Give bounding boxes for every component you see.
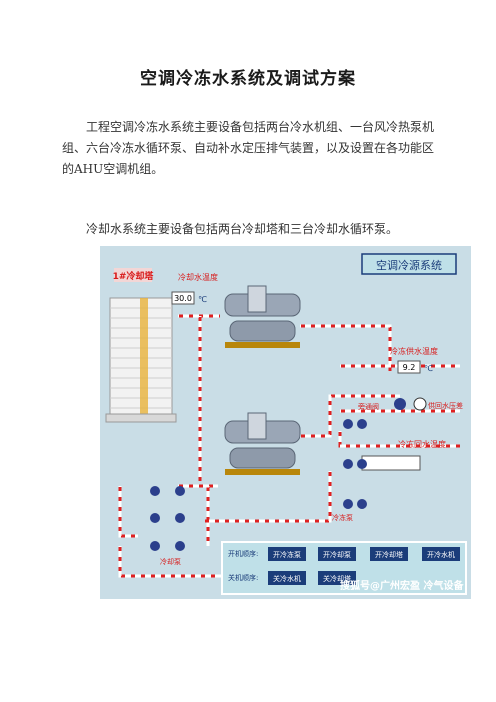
chilled-pump-label: 冷冻泵 — [332, 513, 353, 522]
chilled-pumps — [343, 419, 367, 509]
tower-label: 1#冷却塔 — [113, 270, 155, 282]
svg-text:开冷却泵: 开冷却泵 — [323, 550, 351, 559]
chiller-2 — [224, 412, 301, 475]
svg-text:关冷水机: 关冷水机 — [273, 574, 301, 583]
svg-text:开冷却塔: 开冷却塔 — [375, 550, 403, 559]
cooling-water-temp-label: 冷却水温度 — [178, 272, 218, 282]
start-button-2[interactable]: 开冷却泵 — [318, 547, 356, 561]
pressure-diff-label: 供回水压差 — [428, 401, 463, 410]
svg-text:开冷冻泵: 开冷冻泵 — [273, 550, 301, 559]
svg-text:开冷水机: 开冷水机 — [427, 550, 455, 559]
stop-seq-label: 关机顺序: — [228, 573, 258, 582]
start-button-1[interactable]: 开冷冻泵 — [268, 547, 306, 561]
stop-button-1[interactable]: 关冷水机 — [268, 571, 306, 585]
scada-figure: 空调冷源系统 1#冷却塔 冷却水温度 30.0 ℃ — [100, 246, 471, 599]
svg-text:关冷却塔: 关冷却塔 — [323, 574, 351, 583]
watermark: 搜狐号@广州宏盈 冷气设备 — [340, 579, 464, 592]
paragraph-chilled-water: 工程空调冷冻水系统主要设备包括两台冷水机组、一台风冷热泵机组、六台冷冻水循环泵、… — [62, 120, 435, 176]
tower-label-box — [114, 268, 152, 282]
panel-title: 空调冷源系统 — [376, 258, 442, 272]
bypass-valve-icon — [394, 398, 406, 410]
cooling-pumps — [150, 486, 185, 551]
chilled-supply-temp-box — [397, 360, 421, 374]
document-title: 空调冷冻水系统及调试方案 — [140, 69, 356, 89]
chilled-return-temp-label: 冷冻回水温度 — [398, 439, 446, 449]
chilled-supply-temp-value: 9.2 — [403, 363, 416, 372]
cooling-water-temp-box — [171, 291, 195, 305]
chiller-1 — [224, 285, 301, 348]
cooling-tower — [105, 297, 177, 423]
pressure-gauge-icon — [413, 397, 427, 411]
bypass-valve-label: 旁通阀 — [358, 402, 379, 411]
cooling-pump-label: 冷却泵 — [160, 557, 181, 566]
start-button-4[interactable]: 开冷水机 — [422, 547, 460, 561]
paragraph-cooling-water: 冷却水系统主要设备包括两台冷却塔和三台冷却水循环泵。 — [86, 222, 399, 236]
start-seq-label: 开机顺序: — [228, 549, 258, 558]
chilled-return-temp-box — [361, 455, 421, 471]
cooling-water-temp-value: 30.0 — [174, 294, 192, 303]
stop-button-2[interactable]: 关冷却塔 — [318, 571, 356, 585]
cooling-water-temp-unit: ℃ — [198, 295, 207, 304]
chilled-supply-temp-unit: ℃ — [424, 364, 433, 373]
start-button-3[interactable]: 开冷却塔 — [370, 547, 408, 561]
panel-title-box — [361, 253, 457, 275]
chilled-supply-temp-label: 冷冻供水温度 — [390, 346, 438, 356]
